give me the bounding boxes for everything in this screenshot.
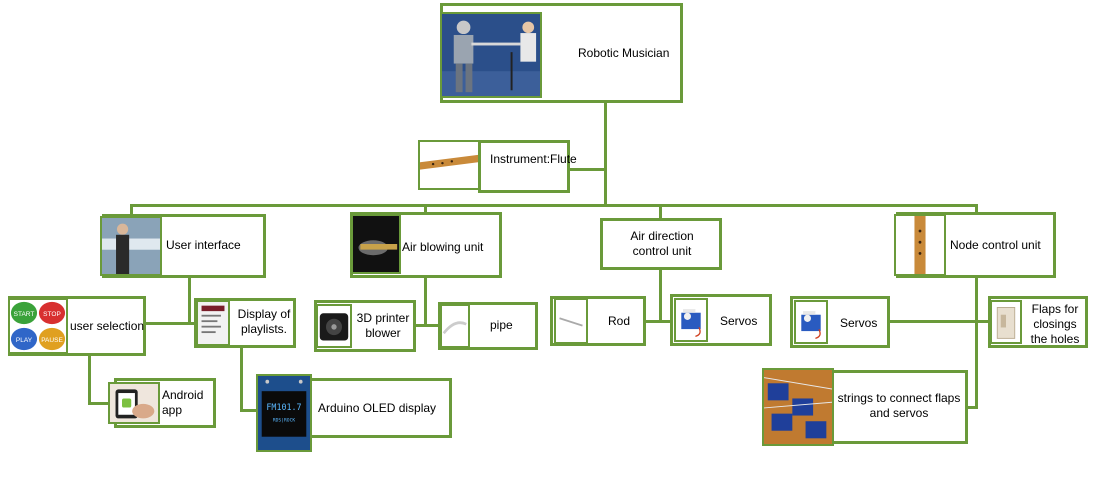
flute-photo <box>418 140 480 190</box>
connector-air-direction-down <box>659 204 662 220</box>
rod-image <box>554 298 588 344</box>
connector-air-blowing-sub <box>424 276 427 326</box>
user-interface-photo <box>100 216 162 276</box>
label-strings: strings to connect flaps and servos <box>837 391 961 420</box>
label-pipe: pipe <box>490 318 513 332</box>
label-flaps: Flaps for closings the holes <box>1030 302 1080 346</box>
connector-main-horizontal <box>130 204 978 207</box>
connector-android <box>88 356 91 404</box>
start-stop-buttons-image: START STOP PLAY PAUSE <box>8 298 68 354</box>
connector-oled <box>240 346 243 411</box>
connector-servos-flaps <box>889 320 989 323</box>
flaps-image <box>990 300 1022 344</box>
connector-blower-pipe <box>415 324 440 327</box>
stop-button-label: STOP <box>43 311 61 318</box>
connector-air-direction-sub <box>659 268 662 322</box>
connector-node-sub <box>975 278 978 408</box>
label-servos-node: Servos <box>840 316 878 330</box>
connector-oled-h <box>240 409 258 412</box>
label-user-selection: user selection <box>70 319 145 333</box>
label-rod: Rod <box>608 314 631 328</box>
playlists-image <box>196 300 230 346</box>
label-air-blowing: Air blowing unit <box>402 240 484 254</box>
connector-ui-sub-h <box>145 322 195 325</box>
node-air-direction <box>600 218 722 270</box>
connector-android-h <box>88 402 110 405</box>
air-blowing-photo <box>351 214 401 274</box>
connector-root-vertical <box>604 102 607 206</box>
node-strings <box>826 370 968 444</box>
label-oled: Arduino OLED display <box>318 401 437 415</box>
node-instrument <box>478 140 570 193</box>
play-button-label: PLAY <box>16 337 33 344</box>
connector-strings <box>966 406 978 409</box>
label-node-control: Node control unit <box>950 238 1041 252</box>
oled-line2: RDS|ROCK <box>273 417 296 423</box>
connector-ui-sub <box>188 276 191 324</box>
connector-rod-servos <box>644 320 674 323</box>
node-control-photo <box>894 214 946 276</box>
start-button-label: START <box>14 311 35 318</box>
servo-image-node <box>794 300 828 344</box>
servo-image-air <box>674 298 708 342</box>
strings-image <box>762 368 834 446</box>
connector-node-down <box>975 204 978 216</box>
android-app-image <box>108 382 160 424</box>
connector-air-blowing-down <box>424 204 427 216</box>
oled-frequency: FM101.7 <box>266 402 301 412</box>
label-air-direction: Air direction control unit <box>630 229 694 258</box>
oled-image: FM101.7 RDS|ROCK <box>256 374 312 452</box>
robot-photo <box>440 12 542 98</box>
label-instrument: Instrument:Flute <box>490 152 577 166</box>
label-blower: 3D printer blower <box>356 311 410 340</box>
label-robotic-musician: Robotic Musician <box>578 46 670 60</box>
pause-button-label: PAUSE <box>41 337 63 344</box>
blower-image <box>316 304 352 348</box>
label-user-interface: User interface <box>166 238 241 252</box>
label-android-app: Android app <box>162 388 204 417</box>
label-servos-air: Servos <box>720 314 758 328</box>
connector-instrument <box>568 168 606 171</box>
connector-ui-down <box>130 204 133 218</box>
label-playlists: Display of playlists. <box>237 307 291 336</box>
pipe-image <box>440 304 470 348</box>
